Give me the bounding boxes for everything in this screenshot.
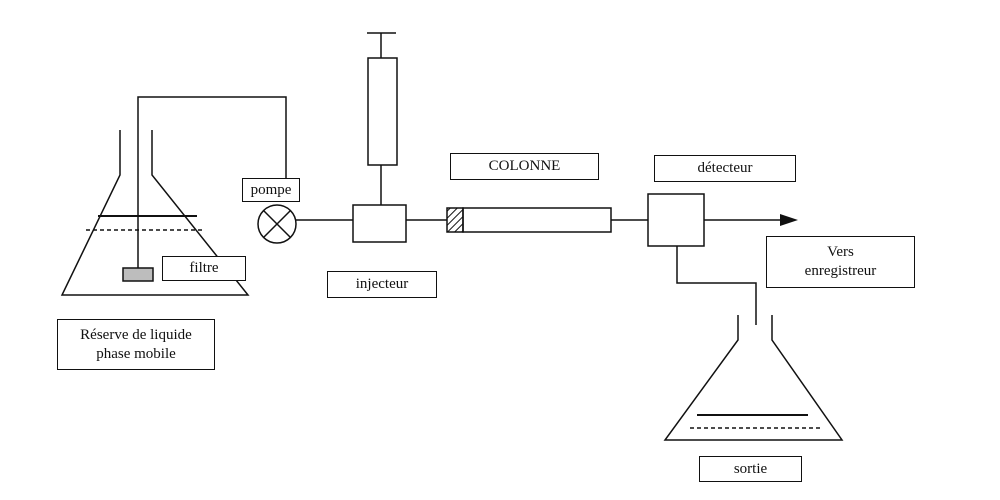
vers-label-line2: enregistreur [804,263,877,279]
reserve-label: Réserve de liquide phase mobile [57,319,215,370]
injector-box [352,204,407,243]
vers-enregistreur-label: Vers enregistreur [766,236,915,288]
detecteur-label: détecteur [654,155,796,182]
suction-tube [137,96,287,268]
detector-box [647,193,705,247]
injecteur-label: injecteur [327,271,437,298]
filtre-label: filtre [162,256,246,281]
sortie-label: sortie [699,456,802,482]
colonne-label: COLONNE [450,153,599,180]
column [446,207,612,233]
pompe-label: pompe [242,178,300,202]
pump-symbol [257,204,297,244]
outlet-flask [663,315,844,441]
reserve-label-line1: Réserve de liquide [80,326,192,343]
arrow-to-recorder [704,214,798,226]
filter-element [122,267,154,282]
reserve-label-line2: phase mobile [96,345,176,362]
vers-label-line1: Vers [827,244,854,261]
reservoir-flask [60,130,250,296]
syringe [367,32,398,205]
outlet-tube [676,246,757,325]
